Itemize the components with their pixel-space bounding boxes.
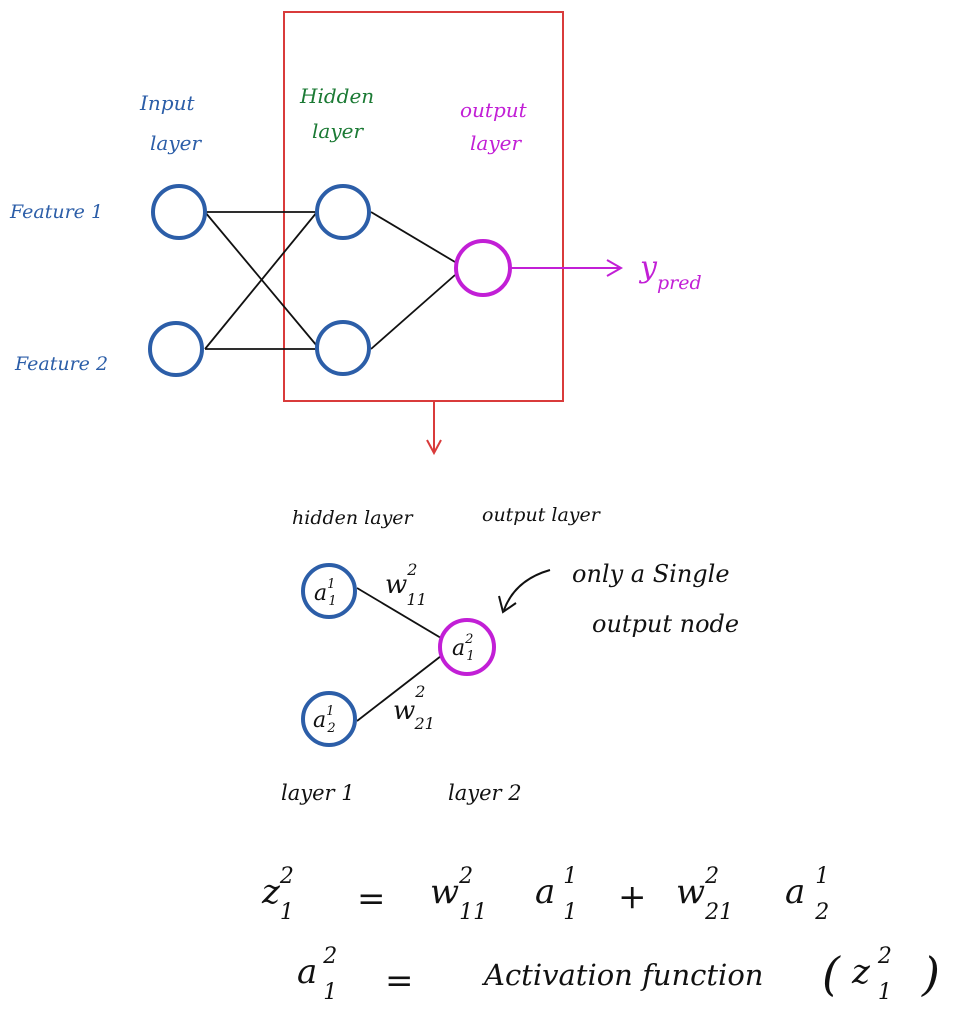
output-node	[454, 239, 512, 297]
hidden-layer-label: Hidden layer	[299, 84, 381, 143]
hidden-node-2	[315, 320, 371, 376]
note-arrow-head	[498, 595, 517, 614]
feature-1-label: Feature 1	[9, 201, 103, 223]
edge-f1-h2	[204, 211, 318, 347]
eq2-equals: =	[385, 961, 414, 1001]
eq2-close-paren: )	[921, 947, 940, 1001]
edge-f2-h1	[204, 211, 318, 350]
eq1-equals: =	[357, 879, 386, 919]
eq1-plus: +	[618, 877, 647, 917]
input-node-1	[151, 184, 207, 240]
edge-a12-a21	[356, 655, 442, 722]
single-output-note: only a Single output node	[572, 560, 739, 638]
hidden-output-frame	[283, 11, 564, 402]
input-layer-label: Input layer	[139, 91, 202, 155]
hidden-layer-header: hidden layer	[292, 507, 415, 529]
layer-1-label: layer 1	[281, 781, 355, 805]
layer-2-label: layer 2	[448, 781, 522, 805]
hidden-node-1	[315, 184, 371, 240]
feature-2-label: Feature 2	[14, 353, 108, 375]
network-connections	[204, 211, 456, 350]
edge-h2-o	[370, 274, 456, 350]
eq2-activation-text: Activation function	[481, 958, 763, 992]
output-layer-label: output layer	[460, 98, 533, 155]
node-a12	[301, 691, 357, 747]
node-a21	[438, 618, 496, 676]
output-arrow-head	[606, 259, 624, 277]
frame-down-arrow-head	[426, 439, 442, 456]
note-arrow	[503, 569, 551, 611]
output-layer-header: output layer	[482, 504, 602, 526]
node-a11	[301, 563, 357, 619]
eq2-open-paren: (	[822, 947, 841, 1001]
input-node-2	[148, 321, 204, 377]
edge-h1-o	[370, 211, 456, 263]
y-pred-label: ypred	[638, 250, 702, 294]
edge-a11-a21	[356, 587, 442, 639]
